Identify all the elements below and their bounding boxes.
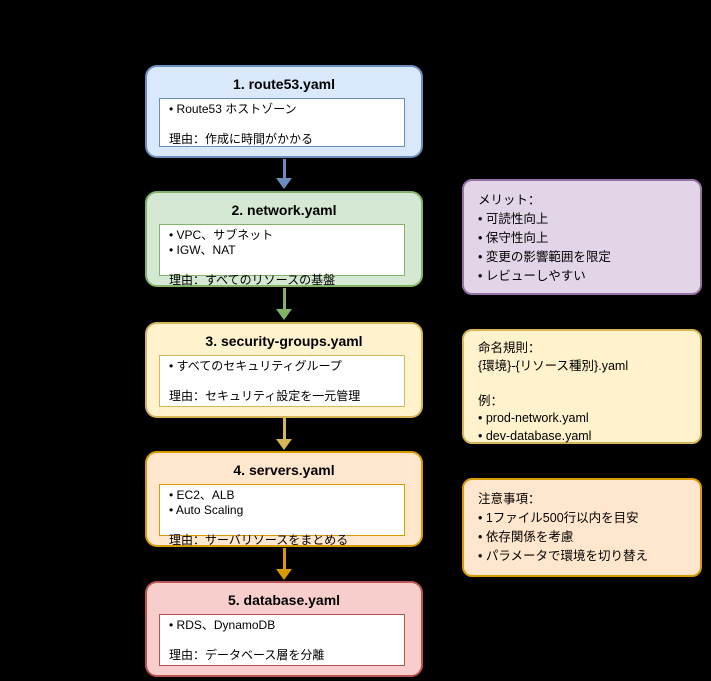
step-title: 2. network.yaml <box>231 202 337 218</box>
note-line <box>478 375 686 393</box>
arrow-stem <box>283 288 286 311</box>
detail-line: 理由：セキュリティ設定を一元管理 <box>169 389 361 403</box>
note-line: • dev-database.yaml <box>478 428 592 443</box>
step-detail-panel: • すべてのセキュリティグループ 理由：セキュリティ設定を一元管理 <box>159 355 405 407</box>
note-line: 注意事項： <box>478 492 541 506</box>
detail-line: • RDS、DynamoDB <box>169 618 276 632</box>
arrow-down-icon <box>276 439 292 450</box>
flow-step-route53: 1. route53.yaml • Route53 ホストゾーン 理由：作成に時… <box>145 65 423 158</box>
flow-step-database: 5. database.yaml • RDS、DynamoDB 理由：データベー… <box>145 581 423 677</box>
note-naming-convention: 命名規則： {環境}-{リソース種別}.yaml 例： • prod-netwo… <box>462 329 702 444</box>
detail-line <box>169 374 395 389</box>
arrow-stem <box>283 159 286 180</box>
flow-arrow-2 <box>276 288 293 320</box>
detail-line <box>169 518 395 533</box>
flow-arrow-3 <box>276 418 293 450</box>
note-cautions: 注意事項： • 1ファイル500行以内を目安 • 依存関係を考慮 • パラメータ… <box>462 478 702 577</box>
step-detail-panel: • VPC、サブネット • IGW、NAT 理由：すべてのリソースの基盤 <box>159 224 405 287</box>
note-line: {環境}-{リソース種別}.yaml <box>478 358 629 373</box>
note-line: 命名規則： <box>478 341 541 355</box>
arrow-stem <box>283 418 286 441</box>
note-line: • レビューしやすい <box>478 269 586 283</box>
note-line: • 可読性向上 <box>478 212 549 226</box>
detail-line: 理由：すべてのリソースの基盤 <box>169 273 336 287</box>
step-title: 5. database.yaml <box>227 592 341 608</box>
arrow-stem <box>283 548 286 571</box>
step-title: 1. route53.yaml <box>233 76 335 92</box>
step-detail-panel: • Route53 ホストゾーン 理由：作成に時間がかかる <box>159 98 405 147</box>
step-detail-panel: • RDS、DynamoDB 理由：データベース層を分離 <box>159 614 405 666</box>
detail-line: 理由：作成に時間がかかる <box>169 132 314 146</box>
step-title: 4. servers.yaml <box>233 462 335 478</box>
note-line: 例： <box>478 393 504 408</box>
arrow-down-icon <box>276 309 292 320</box>
flow-arrow-4 <box>276 548 293 580</box>
detail-line: • VPC、サブネット <box>169 228 274 242</box>
detail-line: • Auto Scaling <box>169 503 244 517</box>
detail-line: 理由：サーバリソースをまとめる <box>169 533 349 547</box>
detail-line: • IGW、NAT <box>169 243 236 257</box>
detail-line: • すべてのセキュリティグループ <box>169 359 342 373</box>
note-line: • 変更の影響範囲を限定 <box>478 250 611 264</box>
detail-line <box>169 633 395 648</box>
detail-line: • Route53 ホストゾーン <box>169 102 297 116</box>
note-line: • 1ファイル500行以内を目安 <box>478 511 639 525</box>
note-line: • パラメータで環境を切り替え <box>478 549 648 563</box>
flow-step-servers: 4. servers.yaml • EC2、ALB • Auto Scaling… <box>145 451 423 547</box>
note-line: • 保守性向上 <box>478 231 549 245</box>
note-line: • prod-network.yaml <box>478 411 589 425</box>
arrow-down-icon <box>276 178 292 189</box>
flow-step-network: 2. network.yaml • VPC、サブネット • IGW、NAT 理由… <box>145 191 423 287</box>
detail-line: • EC2、ALB <box>169 488 235 502</box>
detail-line: 理由：データベース層を分離 <box>169 648 325 662</box>
arrow-down-icon <box>276 569 292 580</box>
step-title: 3. security-groups.yaml <box>205 333 363 349</box>
step-detail-panel: • EC2、ALB • Auto Scaling 理由：サーバリソースをまとめる <box>159 484 405 547</box>
note-line: • 依存関係を考慮 <box>478 530 574 544</box>
note-line: メリット： <box>478 193 541 207</box>
note-merits: メリット： • 可読性向上 • 保守性向上 • 変更の影響範囲を限定 • レビュ… <box>462 179 702 295</box>
detail-line <box>169 117 395 132</box>
flow-arrow-1 <box>276 159 293 189</box>
detail-line <box>169 258 395 273</box>
flow-step-security-groups: 3. security-groups.yaml • すべてのセキュリティグループ… <box>145 322 423 418</box>
